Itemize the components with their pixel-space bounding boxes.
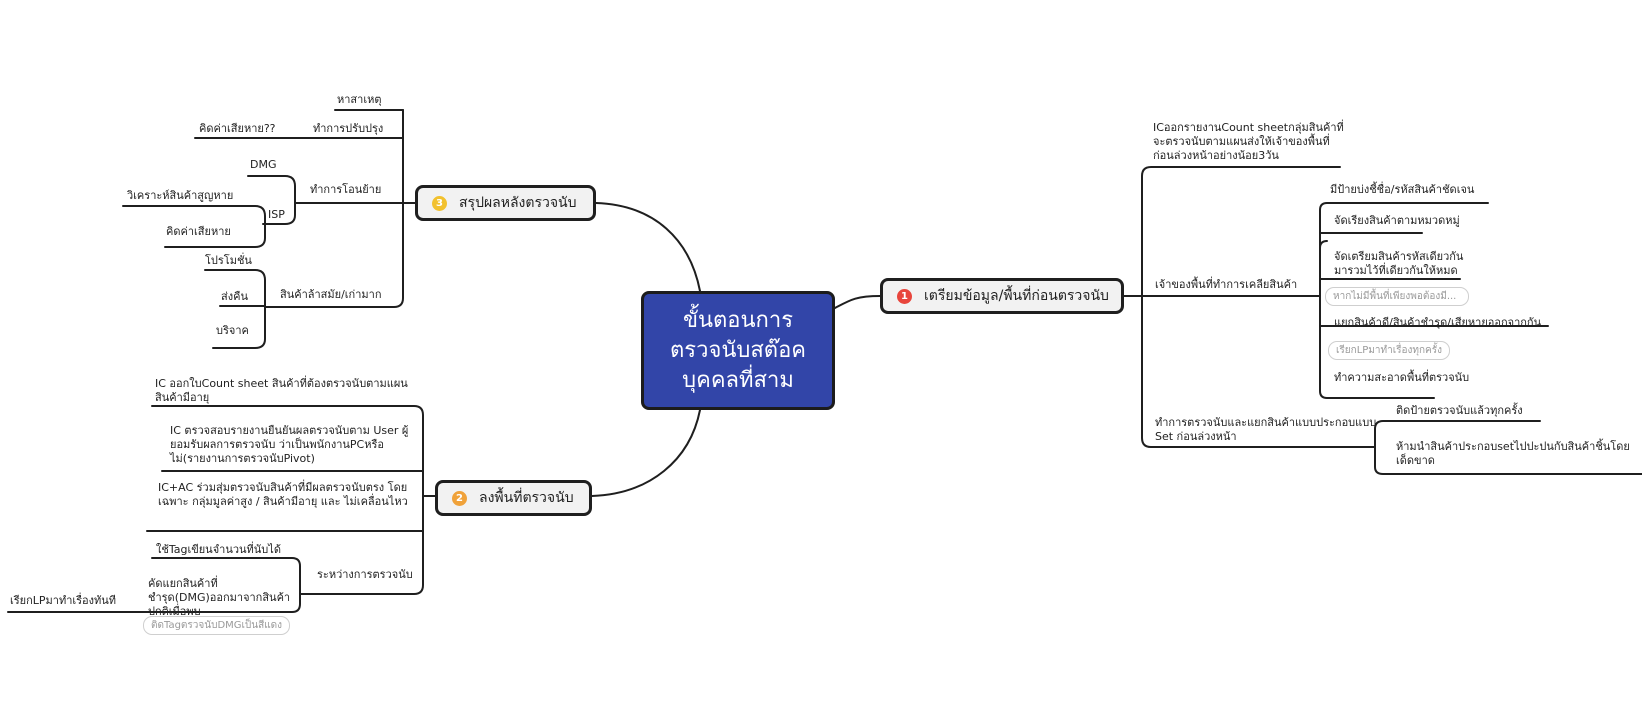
node-ic-countsheet[interactable]: IC ออกใบCount sheet สินค้าที่ต้องตรวจนับ… <box>155 377 408 404</box>
node-dmg[interactable]: DMG <box>250 158 277 171</box>
topic-label: สรุปผลหลังตรวจนับ <box>459 195 577 211</box>
node-red-tag[interactable]: ติดTagตรวจนับDMGเป็นสีแดง <box>143 616 291 635</box>
node-improve[interactable]: ทำการปรับปรุง <box>313 122 384 135</box>
number-badge-2: 2 <box>452 490 467 506</box>
node-call-lp-now[interactable]: เรียกLPมาทำเรื่องทันที <box>10 594 117 607</box>
node-analyze-lost[interactable]: วิเคราะห์สินค้าสูญหาย <box>127 189 234 202</box>
node-transfer[interactable]: ทำการโอนย้าย <box>310 183 382 196</box>
node-ic-ac-random[interactable]: IC+AC ร่วมสุ่มตรวจนับสินค้าที่มีผลตรวจนั… <box>158 481 408 508</box>
topic-summary[interactable]: 3 สรุปผลหลังตรวจนับ <box>415 185 596 221</box>
node-count-set[interactable]: ทำการตรวจนับและแยกสินค้าแบบประกอบแบบ Set… <box>1155 416 1377 443</box>
topic-label: ลงพื้นที่ตรวจนับ <box>479 490 574 506</box>
node-call-lp[interactable]: เรียกLPมาทำเรื่องทุกครั้ง <box>1328 341 1450 360</box>
node-clean[interactable]: ทำความสะอาดพื้นที่ตรวจนับ <box>1334 371 1470 384</box>
topic-field[interactable]: 2 ลงพื้นที่ตรวจนับ <box>435 480 592 516</box>
node-obsolete[interactable]: สินค้าล้าสมัย/เก่ามาก <box>280 288 382 301</box>
topic-prepare[interactable]: 1 เตรียมข้อมูล/พื้นที่ก่อนตรวจนับ <box>880 278 1124 314</box>
node-during[interactable]: ระหว่างการตรวจนับ <box>317 568 413 581</box>
node-no-space[interactable]: หากไม่มีพื้นที่เพียงพอต้องมี... <box>1325 287 1469 306</box>
number-badge-3: 3 <box>432 195 447 211</box>
node-ic-verify[interactable]: IC ตรวจสอบรายงานยืนยันผลตรวจนับตาม User … <box>170 424 409 465</box>
node-sign[interactable]: มีป้ายบ่งชี้ชื่อ/รหัสสินค้าชัดเจน <box>1330 183 1475 196</box>
node-sort[interactable]: จัดเรียงสินค้าตามหมวดหมู่ <box>1334 214 1460 227</box>
node-calc-loss-q[interactable]: คิดค่าเสียหาย?? <box>199 122 276 135</box>
node-isp[interactable]: ISP <box>268 208 285 221</box>
node-owner-clear[interactable]: เจ้าของพื้นที่ทำการเคลียสินค้า <box>1155 278 1298 291</box>
central-topic[interactable]: ขั้นตอนการ ตรวจนับสต๊อค บุคคลที่สาม <box>641 291 835 410</box>
node-find-cause[interactable]: หาสาเหตุ <box>337 93 382 106</box>
node-calc-loss[interactable]: คิดค่าเสียหาย <box>166 225 231 238</box>
node-separate-damaged[interactable]: แยกสินค้าดี/สินค้าชำรุด/เสียหายออกจากกัน <box>1334 316 1542 329</box>
node-label-counted[interactable]: ติดป้ายตรวจนับแล้วทุกครั้ง <box>1396 404 1523 417</box>
node-ic-report[interactable]: ICออกรายงานCount sheetกลุ่มสินค้าที่จะตร… <box>1153 121 1344 162</box>
node-use-tag[interactable]: ใช้Tagเขียนจำนวนที่นับได้ <box>156 543 281 556</box>
node-separate-dmg[interactable]: คัดแยกสินค้าที่ชำรุด(DMG)ออกมาจากสินค้าป… <box>148 577 291 618</box>
node-promotion[interactable]: โปรโมชั่น <box>205 254 252 267</box>
node-return[interactable]: ส่งคืน <box>221 290 248 303</box>
topic-label: เตรียมข้อมูล/พื้นที่ก่อนตรวจนับ <box>924 288 1109 304</box>
node-same-code[interactable]: จัดเตรียมสินค้ารหัสเดียวกันมารวมไว้ที่เด… <box>1334 250 1464 277</box>
number-badge-1: 1 <box>897 288 912 304</box>
node-donate[interactable]: บริจาค <box>216 324 249 337</box>
node-no-mix[interactable]: ห้ามนำสินค้าประกอบsetไปปะปนกับสินค้าชิ้น… <box>1396 440 1630 467</box>
